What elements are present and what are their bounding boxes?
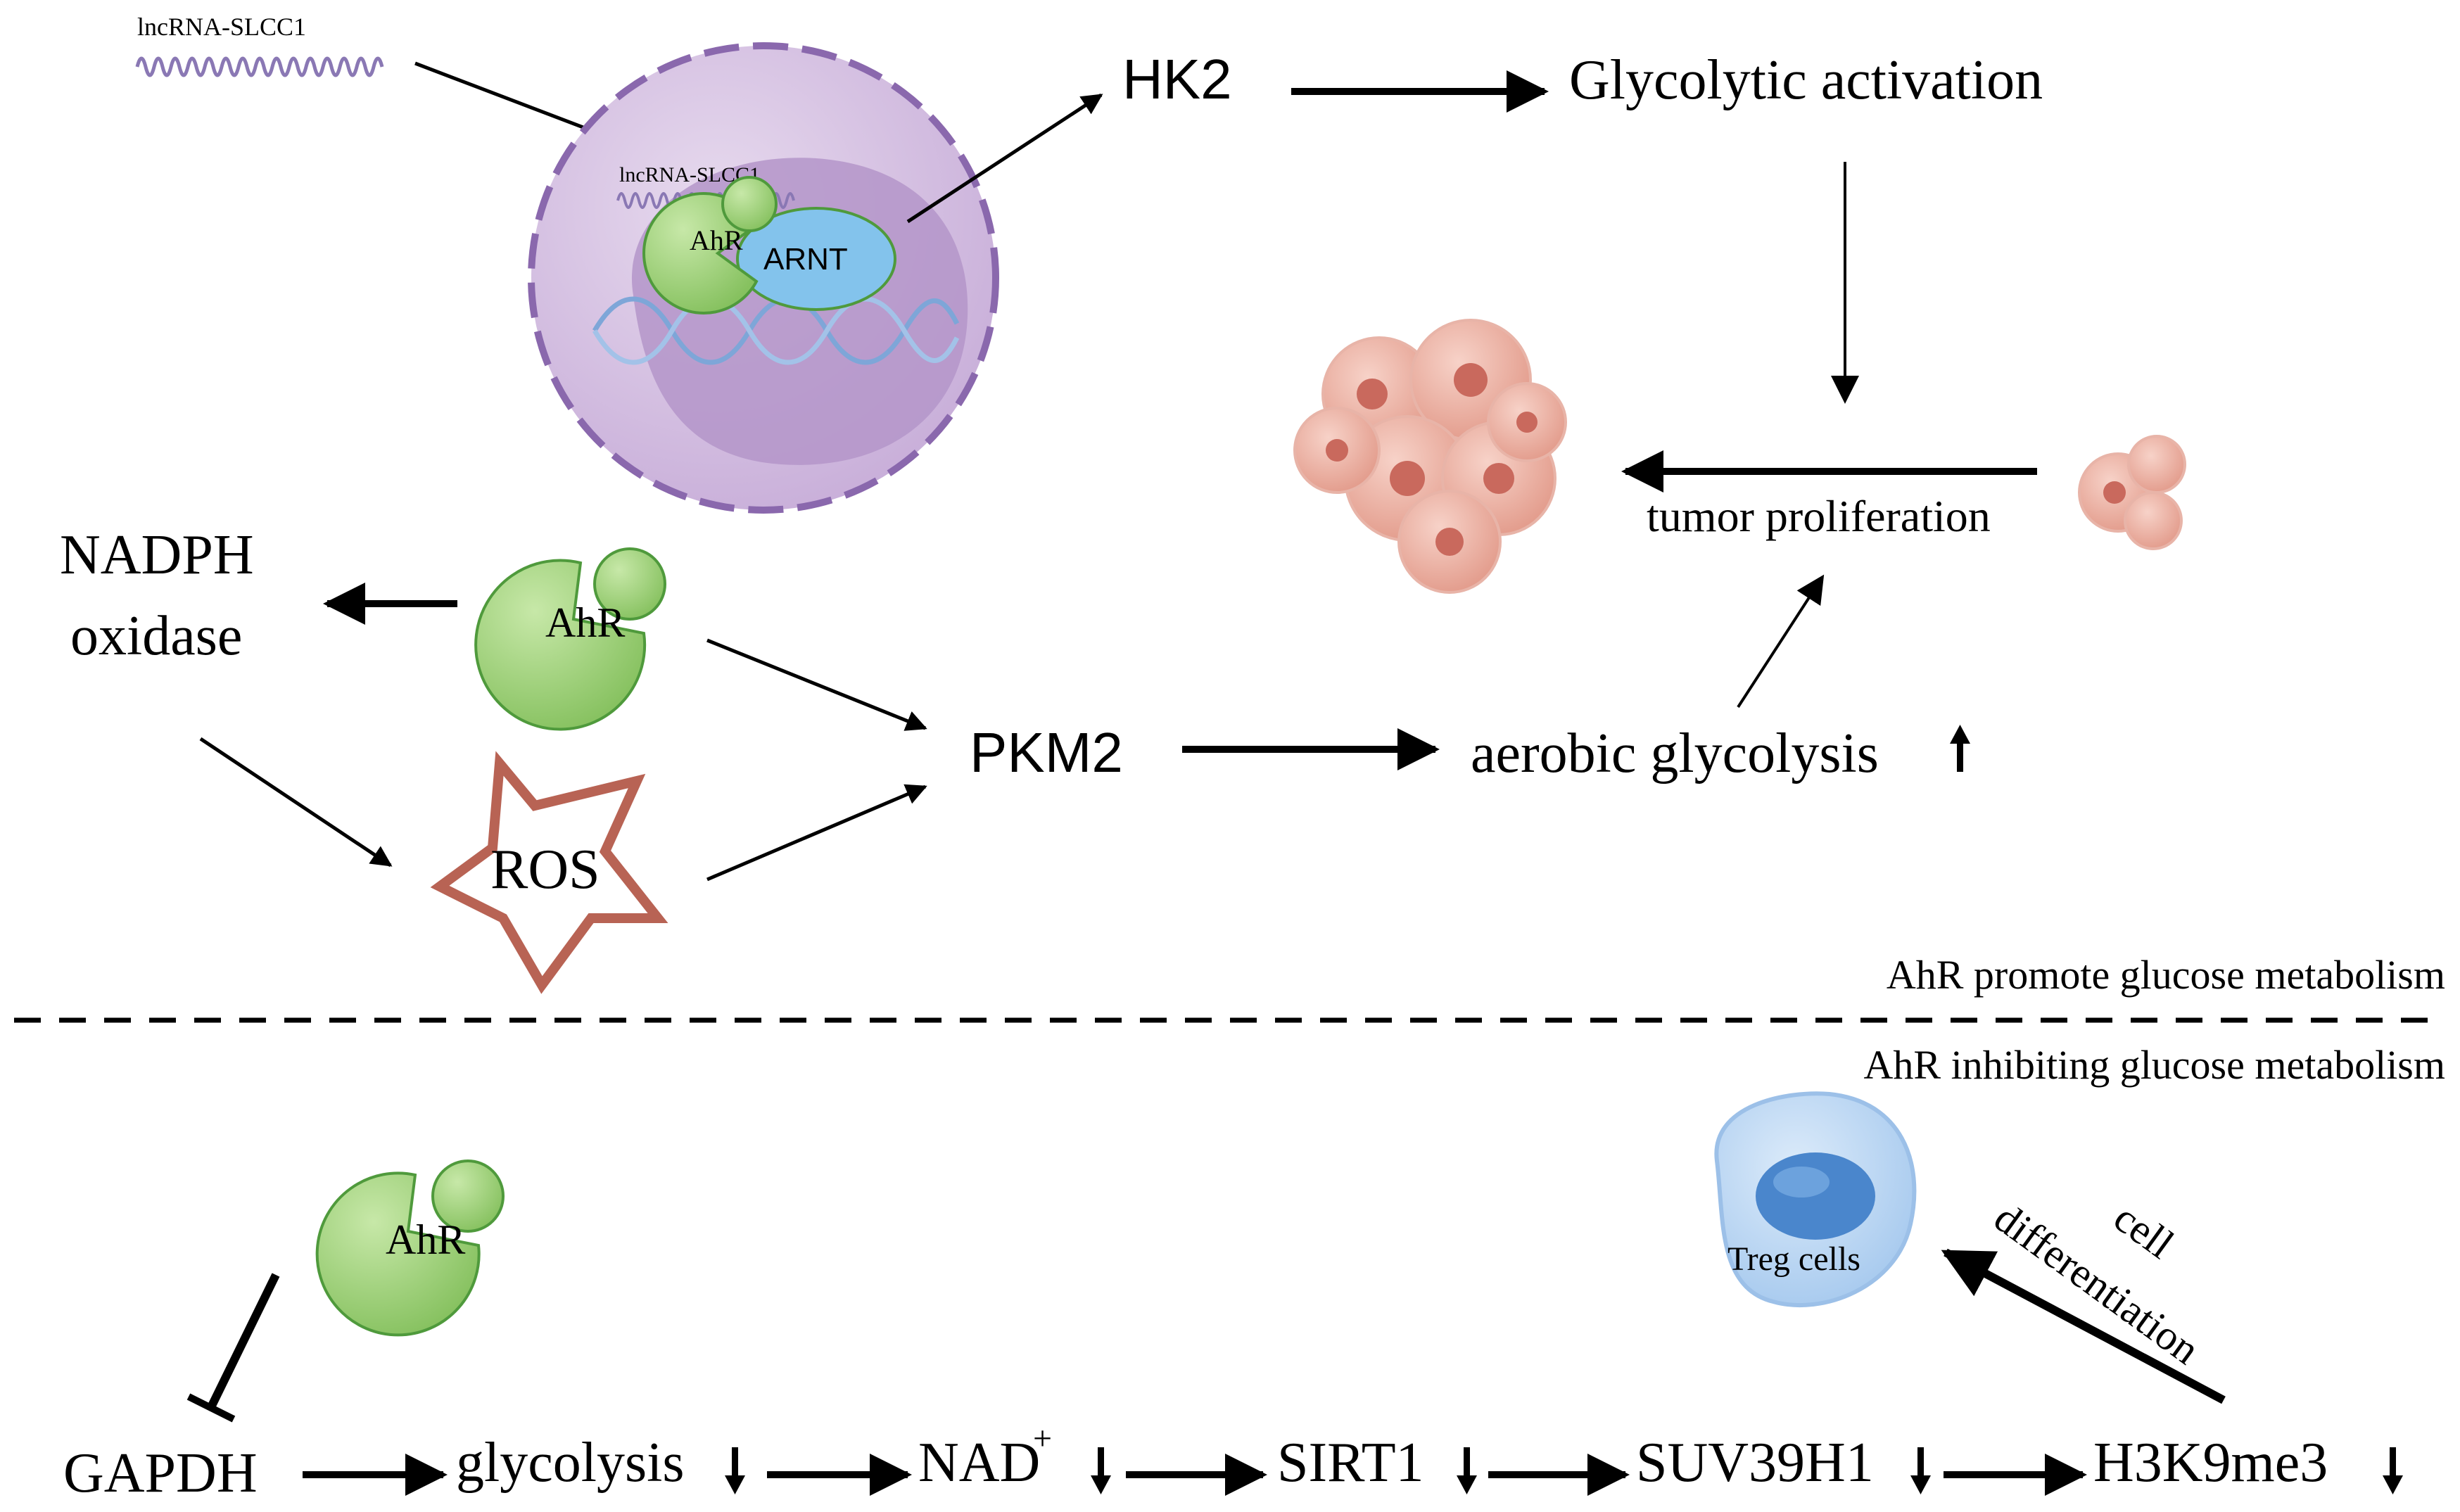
- aerobic-glycolysis-label: aerobic glycolysis: [1471, 723, 1879, 784]
- lncrna-free-group: lncRNA-SLCC1: [135, 13, 384, 77]
- ahr-middle-protein-icon: [474, 559, 647, 731]
- pkm2-label: PKM2: [970, 721, 1123, 784]
- down-arrow-icon: [725, 1447, 745, 1494]
- arrow-nadph-to-ros: [199, 737, 393, 868]
- section-label-promote: AhR promote glucose metabolism: [1887, 952, 2445, 998]
- ahr-bottom-label: AhR: [386, 1216, 465, 1263]
- ahr-nuclear-protein-icon: [642, 192, 759, 315]
- ahr-middle-group: AhR: [474, 547, 666, 731]
- sirt1-label: SIRT1: [1277, 1432, 1424, 1494]
- ahr-bottom-protein-icon: [315, 1171, 481, 1337]
- lncrna-free-wave-icon: [135, 56, 384, 77]
- ahr-nuclear-ligand-icon: [721, 176, 778, 232]
- nadph-label-line2: oxidase: [70, 605, 242, 667]
- nadph-label-line1: NADPH: [60, 524, 254, 586]
- dna-strand-2: [592, 296, 960, 365]
- treg-cell-icon: [1714, 1091, 1917, 1308]
- ahr-bottom-group: AhR: [315, 1160, 505, 1337]
- suv-label: SUV39H1: [1636, 1432, 1874, 1494]
- arrow-ahr-to-pkm2: [706, 638, 927, 731]
- arrow-h3k9-to-treg: [1941, 1248, 2226, 1404]
- arnt-label: ARNT: [763, 242, 848, 277]
- up-arrow-icon: [1950, 725, 1970, 772]
- lncrna-free-label: lncRNA-SLCC1: [137, 13, 306, 41]
- tumor-cluster-icon: [1293, 319, 1567, 594]
- cell-diff-line2: differentiation: [1986, 1194, 2208, 1373]
- single-tumor-cell-icon: [2078, 435, 2186, 550]
- ros-label: ROS: [490, 839, 600, 901]
- down-arrow-icon: [1910, 1447, 1931, 1494]
- ros-star-icon: [430, 751, 668, 994]
- ahr-middle-ligand-icon: [593, 547, 666, 621]
- ahr-nuclear-label: AhR: [690, 224, 743, 256]
- down-arrow-icon: [2383, 1447, 2403, 1494]
- cell-diff-line1: cell: [2105, 1194, 2182, 1267]
- treg-label: Treg cells: [1727, 1240, 1860, 1278]
- ahr-bottom-ligand-icon: [431, 1160, 505, 1233]
- down-arrow-icon: [1091, 1447, 1111, 1494]
- arrow-nucleus-to-hk2: [906, 93, 1103, 224]
- ahr-middle-label: AhR: [545, 599, 625, 646]
- arnt-protein-icon: [736, 207, 896, 311]
- down-arrow-icon: [1457, 1447, 1477, 1494]
- cell-nucleus-group: lncRNA-SLCC1 ARNT AhR: [528, 42, 999, 514]
- glycolysis-label: glycolysis: [456, 1432, 684, 1494]
- hk2-label: HK2: [1122, 48, 1232, 110]
- nad-superscript: +: [1033, 1420, 1052, 1457]
- inhibit-ahr-to-gapdh: [186, 1273, 280, 1423]
- section-label-inhibit: AhR inhibiting glucose metabolism: [1864, 1042, 2445, 1088]
- gapdh-label: GAPDH: [63, 1442, 258, 1504]
- arrow-aerobic-to-proliferation: [1737, 574, 1825, 709]
- tumor-proliferation-label: tumor proliferation: [1647, 491, 1991, 541]
- glycolytic-activation-label: Glycolytic activation: [1569, 49, 2043, 111]
- arrow-ros-to-pkm2: [706, 784, 927, 882]
- h3k9-label: H3K9me3: [2093, 1432, 2328, 1494]
- nad-label: NAD: [918, 1432, 1040, 1494]
